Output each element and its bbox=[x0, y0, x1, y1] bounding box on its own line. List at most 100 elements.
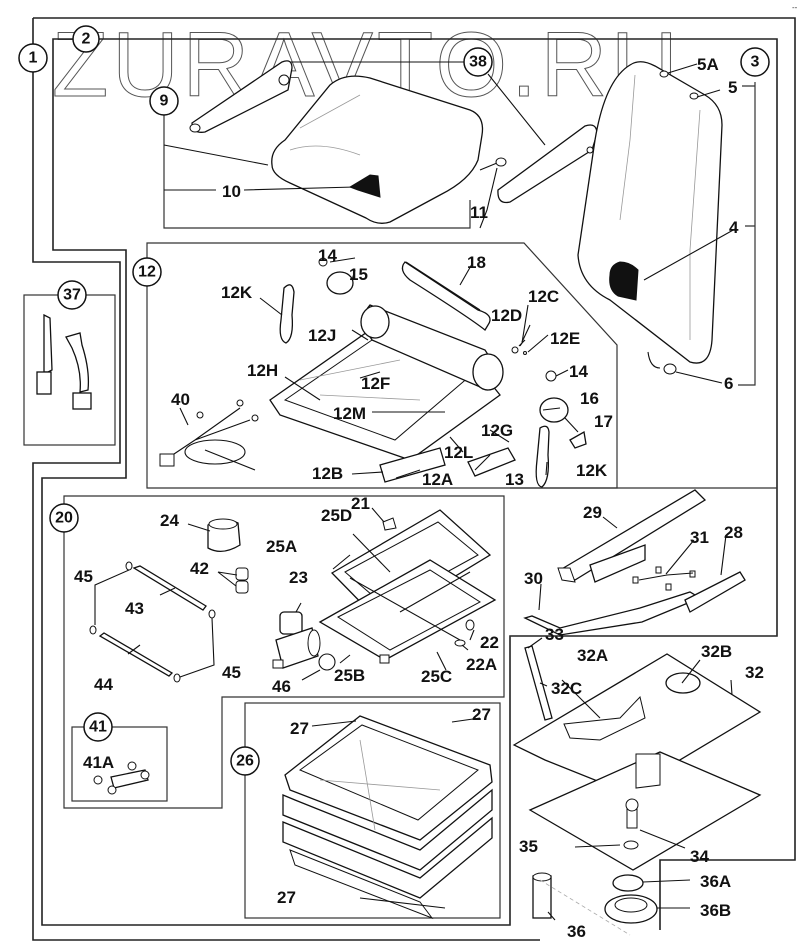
label-5: 5 bbox=[728, 78, 737, 97]
label-10: 10 bbox=[222, 182, 241, 201]
leaders-group-12 bbox=[179, 257, 579, 479]
callout-2: 2 bbox=[72, 25, 100, 53]
callout-20: 20 bbox=[49, 503, 79, 533]
label-12A: 12A bbox=[422, 470, 453, 489]
label-12E: 12E bbox=[550, 329, 580, 348]
label-22A: 22A bbox=[466, 655, 497, 674]
callout-1: 1 bbox=[18, 43, 48, 73]
label-30: 30 bbox=[524, 569, 543, 588]
label-46: 46 bbox=[272, 677, 291, 696]
label-12K-left: 12K bbox=[221, 283, 253, 302]
label-31: 31 bbox=[690, 528, 709, 547]
label-12J: 12J bbox=[308, 326, 336, 345]
svg-text:3: 3 bbox=[751, 54, 760, 71]
svg-text:26: 26 bbox=[236, 753, 254, 770]
leaders-group-20 bbox=[127, 507, 475, 681]
callout-9: 9 bbox=[149, 86, 179, 116]
svg-text:38: 38 bbox=[469, 54, 487, 71]
label-27-c: 27 bbox=[277, 888, 296, 907]
slide-rails-frame bbox=[510, 487, 778, 636]
label-36B: 36B bbox=[700, 901, 731, 920]
backrest bbox=[577, 61, 723, 375]
group-37-frame bbox=[23, 294, 116, 446]
callout-38: 38 bbox=[463, 47, 493, 77]
group-3-frame bbox=[738, 82, 756, 386]
label-32: 32 bbox=[745, 663, 764, 682]
armrest-left bbox=[189, 60, 293, 133]
label-35: 35 bbox=[519, 837, 538, 856]
label-45-right: 45 bbox=[222, 663, 241, 682]
label-40: 40 bbox=[171, 390, 190, 409]
group-20-frame bbox=[63, 495, 505, 809]
label-4: 4 bbox=[729, 218, 739, 237]
callout-12: 12 bbox=[132, 257, 162, 287]
label-18: 18 bbox=[467, 253, 486, 272]
svg-text:2: 2 bbox=[82, 31, 91, 48]
label-14-top: 14 bbox=[318, 246, 337, 265]
label-36A: 36A bbox=[700, 872, 731, 891]
label-22: 22 bbox=[480, 633, 499, 652]
label-17: 17 bbox=[594, 412, 613, 431]
svg-text:37: 37 bbox=[63, 287, 81, 304]
group-2-frame bbox=[41, 38, 778, 926]
label-21: 21 bbox=[351, 494, 370, 513]
callout-3: 3 bbox=[740, 47, 770, 77]
label-12M: 12M bbox=[333, 404, 366, 423]
label-34: 34 bbox=[690, 847, 709, 866]
svg-text:1: 1 bbox=[29, 50, 38, 67]
label-32B: 32B bbox=[701, 642, 732, 661]
label-41A: 41A bbox=[83, 753, 114, 772]
label-36: 36 bbox=[567, 922, 586, 941]
bellows-26 bbox=[282, 715, 493, 920]
callout-37: 37 bbox=[57, 280, 87, 310]
label-27-a: 27 bbox=[290, 719, 309, 738]
leaders-slides bbox=[538, 516, 727, 611]
group-1-frame bbox=[32, 17, 796, 941]
leader-38 bbox=[284, 61, 546, 146]
seat-belt-parts bbox=[36, 313, 92, 410]
group-12-frame bbox=[146, 242, 618, 489]
svg-text:9: 9 bbox=[160, 93, 169, 110]
label-32C: 32C bbox=[551, 679, 582, 698]
label-24: 24 bbox=[160, 511, 179, 530]
suspension-assembly bbox=[89, 509, 497, 683]
label-25B: 25B bbox=[334, 666, 365, 685]
label-12C: 12C bbox=[528, 287, 559, 306]
leaders-group-26 bbox=[311, 717, 481, 909]
swivel-base bbox=[512, 645, 762, 936]
label-43: 43 bbox=[125, 599, 144, 618]
label-33: 33 bbox=[545, 625, 564, 644]
armrest-right bbox=[497, 124, 598, 204]
label-12K-right: 12K bbox=[576, 461, 608, 480]
svg-text:41: 41 bbox=[89, 719, 107, 736]
label-25A: 25A bbox=[266, 537, 297, 556]
label-45-left: 45 bbox=[74, 567, 93, 586]
label-5A: 5A bbox=[697, 55, 719, 74]
svg-text:12: 12 bbox=[138, 264, 156, 281]
group-9-frame bbox=[163, 115, 471, 229]
damper-41 bbox=[93, 761, 150, 795]
label-25C: 25C bbox=[421, 667, 452, 686]
label-25D: 25D bbox=[321, 506, 352, 525]
part-11-knob bbox=[479, 157, 507, 229]
label-12F: 12F bbox=[361, 374, 390, 393]
label-12D: 12D bbox=[491, 306, 522, 325]
label-12B: 12B bbox=[312, 464, 343, 483]
label-14-right: 14 bbox=[569, 362, 588, 381]
group-41-frame bbox=[71, 726, 168, 802]
label-12G: 12G bbox=[481, 421, 513, 440]
svg-text:20: 20 bbox=[55, 510, 73, 527]
label-28: 28 bbox=[724, 523, 743, 542]
label-23: 23 bbox=[289, 568, 308, 587]
label-12H: 12H bbox=[247, 361, 278, 380]
slide-rails bbox=[523, 489, 746, 636]
seat-frame-assembly bbox=[159, 257, 587, 488]
label-27-b: 27 bbox=[472, 705, 491, 724]
label-11: 11 bbox=[470, 203, 488, 222]
corner-mark: -- bbox=[792, 3, 798, 12]
label-29: 29 bbox=[583, 503, 602, 522]
label-44: 44 bbox=[94, 675, 113, 694]
group-26-frame bbox=[244, 702, 501, 919]
label-16: 16 bbox=[580, 389, 599, 408]
